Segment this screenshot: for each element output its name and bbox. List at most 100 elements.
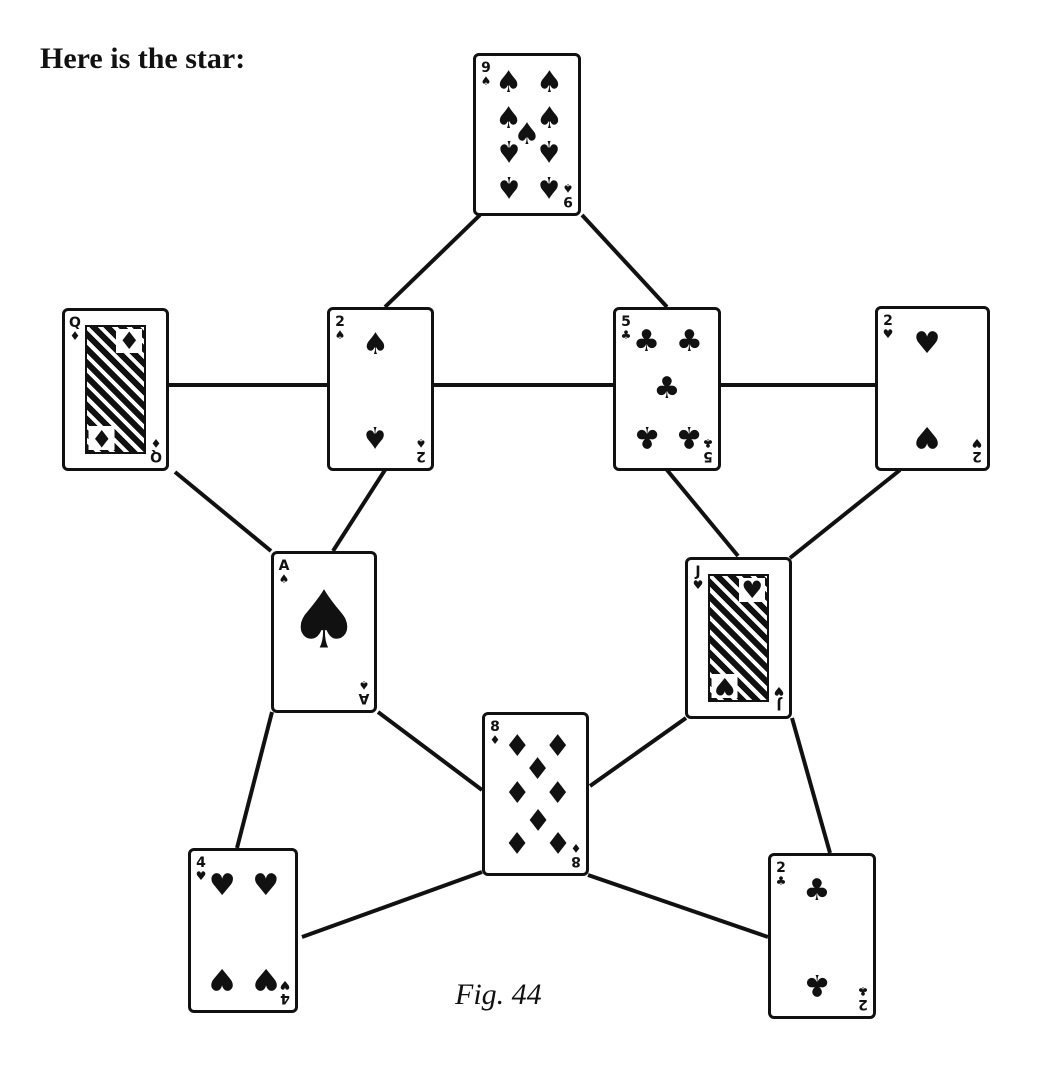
card-rank: J xyxy=(776,696,782,712)
suit-icon: ♥ xyxy=(712,672,738,700)
card-index-bottom: 2♠ xyxy=(414,436,428,464)
suit-icon: ♠ xyxy=(415,436,427,450)
card-index-top: A♠ xyxy=(277,558,291,586)
connector-line xyxy=(580,213,669,309)
suit-icon: ♠ xyxy=(358,678,370,692)
suit-icon: ♦ xyxy=(150,436,162,450)
suit-icon: ♥ xyxy=(971,436,983,450)
suit-icon: ♦ xyxy=(89,424,115,452)
suit-icon: ♣ xyxy=(620,328,632,342)
suit-icon: ♥ xyxy=(882,327,894,341)
suit-pip-icon: ♣ xyxy=(803,967,831,1002)
suit-icon: ♦ xyxy=(570,841,582,855)
card-rank: 2 xyxy=(776,860,786,876)
connector-line xyxy=(173,470,273,553)
card-Q-of-diamonds: Q♦Q♦ ♦ ♦ xyxy=(62,308,169,471)
suit-icon: ♥ xyxy=(739,576,765,604)
connector-line xyxy=(587,873,769,939)
suit-icon: ♣ xyxy=(702,436,714,450)
connector-line xyxy=(788,468,902,560)
suit-pip-icon: ♠ xyxy=(535,133,563,169)
card-5-of-clubs: 5♣5♣♣♣♣♣♣ xyxy=(613,307,721,471)
card-rank: 8 xyxy=(571,853,581,869)
suit-pip-icon: ♦ xyxy=(524,752,551,788)
suit-icon: ♠ xyxy=(562,181,574,195)
suit-pip-icon: ♦ xyxy=(503,728,531,764)
card-8-of-diamonds: 8♦8♦♦♦♦♦♦♦♦♦ xyxy=(482,712,589,876)
card-index-top: 2♥ xyxy=(881,313,895,341)
card-index-top: 2♠ xyxy=(333,314,347,342)
card-index-bottom: 5♣ xyxy=(701,436,715,464)
suit-pip-icon: ♦ xyxy=(503,824,531,860)
suit-icon: ♣ xyxy=(857,984,869,998)
card-J-of-hearts: J♥J♥ ♥ ♥ xyxy=(685,557,792,719)
card-2-of-clubs: 2♣2♣♣♣ xyxy=(768,853,876,1019)
card-rank: 4 xyxy=(280,990,290,1006)
suit-pip-icon: ♥ xyxy=(252,961,280,997)
suit-pip-icon: ♠ xyxy=(361,326,389,362)
suit-icon: ♠ xyxy=(480,74,492,88)
suit-pip-icon: ♠ xyxy=(495,169,523,205)
card-index-top: 8♦ xyxy=(488,719,502,747)
intro-text: Here is the star: xyxy=(40,42,246,75)
card-rank: 4 xyxy=(196,855,206,871)
connector-line xyxy=(376,710,484,792)
card-rank: 8 xyxy=(490,719,500,735)
connector-line xyxy=(588,716,688,788)
suit-pip-icon: ♣ xyxy=(633,323,661,359)
suit-icon: ♦ xyxy=(116,327,142,355)
suit-pip-icon: ♣ xyxy=(633,419,661,455)
suit-pip-icon: ♠ xyxy=(361,419,389,455)
card-rank: Q xyxy=(150,448,162,464)
card-rank: 9 xyxy=(481,60,491,76)
suit-pip-icon: ♦ xyxy=(503,776,531,811)
card-index-bottom: Q♦ xyxy=(149,436,163,464)
connector-line xyxy=(301,870,483,939)
card-index-bottom: 4♥ xyxy=(278,978,292,1006)
card-rank: 2 xyxy=(883,313,893,329)
suit-pip-icon: ♠ xyxy=(535,169,563,205)
card-index-bottom: 2♣ xyxy=(856,984,870,1012)
card-index-bottom: J♥ xyxy=(772,684,786,712)
suit-pip-icon: ♥ xyxy=(208,867,236,903)
suit-pip-icon: ♠ xyxy=(513,116,541,152)
card-index-top: 5♣ xyxy=(619,315,633,342)
card-index-bottom: A♠ xyxy=(357,678,371,706)
suit-icon: ♥ xyxy=(773,684,785,698)
suit-icon: ♠ xyxy=(334,328,346,342)
suit-pip-icon: ♠ xyxy=(535,100,563,136)
suit-icon: ♥ xyxy=(279,978,291,992)
suit-pip-icon: ♠ xyxy=(495,100,523,136)
suit-pip-icon: ♣ xyxy=(675,323,703,359)
card-rank: 2 xyxy=(335,314,345,330)
card-rank: 9 xyxy=(563,193,573,209)
figure-caption: Fig. 44 xyxy=(455,978,542,1011)
suit-pip-icon: ♦ xyxy=(544,728,572,764)
suit-pip-icon: ♣ xyxy=(653,371,681,406)
card-index-top: 9♠ xyxy=(479,60,493,88)
card-rank: A xyxy=(278,558,290,574)
face-card-illustration: ♥ ♥ xyxy=(708,574,769,702)
connector-line xyxy=(665,468,740,558)
connector-line xyxy=(790,717,832,854)
suit-pip-icon: ♣ xyxy=(675,419,703,455)
card-index-top: Q♦ xyxy=(68,315,82,343)
suit-pip-icon: ♥ xyxy=(913,419,941,455)
suit-icon: ♣ xyxy=(775,874,787,888)
connector-line xyxy=(235,711,274,849)
suit-pip-icon: ♥ xyxy=(913,325,941,361)
card-2-of-hearts: 2♥2♥♥♥ xyxy=(875,306,990,471)
card-rank: A xyxy=(358,690,370,706)
card-index-top: 4♥ xyxy=(194,855,208,883)
card-rank: 5 xyxy=(703,448,713,464)
card-rank: Q xyxy=(69,315,81,331)
card-4-of-hearts: 4♥4♥♥♥♥♥ xyxy=(188,848,298,1013)
card-index-top: J♥ xyxy=(691,564,705,592)
suit-icon: ♥ xyxy=(692,578,704,592)
card-index-bottom: 2♥ xyxy=(970,436,984,464)
card-rank: J xyxy=(695,564,701,580)
suit-icon: ♦ xyxy=(489,733,501,747)
face-card-illustration: ♦ ♦ xyxy=(85,325,146,454)
ace-pip-icon: ♠ xyxy=(288,573,360,667)
